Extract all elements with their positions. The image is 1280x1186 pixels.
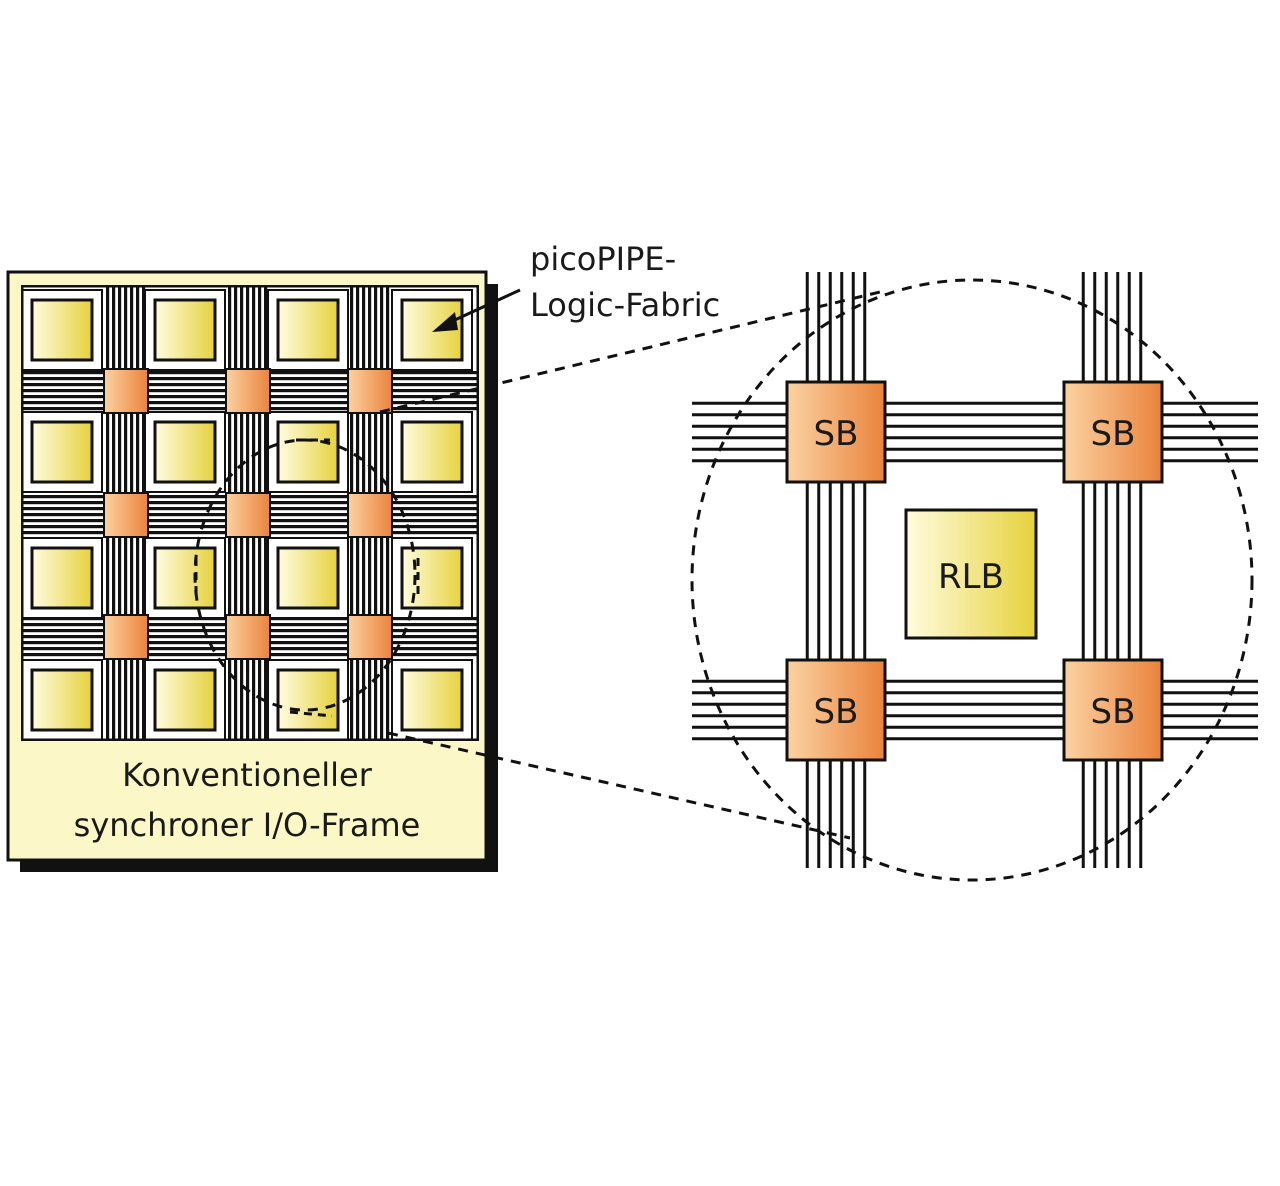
switch-box-rect — [785, 658, 887, 762]
switch-box — [103, 368, 149, 414]
callout-arrow-head — [432, 312, 458, 332]
switch-box — [347, 614, 393, 660]
chip-overview: Konventioneller synchroner I/O-Frame — [6, 270, 498, 872]
zoom-connector — [193, 290, 881, 840]
switch-box-label: SB — [814, 414, 859, 454]
fabric-label-line2: Logic-Fabric — [530, 286, 720, 324]
logic-block — [276, 420, 340, 484]
switch-box — [103, 492, 149, 538]
zoom-line-bottom — [387, 731, 851, 840]
rlb-block: RLB — [904, 508, 1038, 640]
rlb-label: RLB — [938, 557, 1004, 597]
switch-box — [225, 368, 271, 414]
logic-block — [153, 298, 217, 362]
switch-box — [347, 492, 393, 538]
frame-label-line2: synchroner I/O-Frame — [74, 806, 421, 844]
logic-block — [400, 546, 464, 610]
logic-block — [30, 298, 94, 362]
logic-block — [276, 546, 340, 610]
switch-box-rect — [785, 380, 887, 484]
logic-block — [30, 668, 94, 732]
logic-block — [153, 546, 217, 610]
zoom-detail: RLB SB SB SB SB — [690, 272, 1258, 882]
fabric-callout: picoPIPE- Logic-Fabric — [432, 240, 720, 332]
zoom-line-top — [379, 290, 881, 414]
logic-block — [153, 668, 217, 732]
switch-box — [225, 614, 271, 660]
logic-block — [400, 420, 464, 484]
logic-fabric-grid — [22, 286, 478, 740]
switch-box-top-left: SB — [785, 380, 887, 484]
switch-box-rect — [1062, 658, 1164, 762]
logic-block — [400, 668, 464, 732]
logic-block — [30, 546, 94, 610]
logic-block — [276, 298, 340, 362]
switch-box-bottom-right: SB — [1062, 658, 1164, 762]
logic-block — [30, 420, 94, 484]
switch-box-top-right: SB — [1062, 380, 1164, 484]
callout-arrow-line — [445, 288, 521, 326]
switch-box — [225, 492, 271, 538]
logic-block — [153, 420, 217, 484]
switch-box-label: SB — [1091, 414, 1136, 454]
zoom-detail-ellipse — [690, 278, 1254, 882]
switch-box-label: SB — [1091, 692, 1136, 732]
switch-box — [103, 614, 149, 660]
switch-box-bottom-left: SB — [785, 658, 887, 762]
switch-box-label: SB — [814, 692, 859, 732]
rlb-box — [904, 508, 1038, 640]
switch-box-rect — [1062, 380, 1164, 484]
switch-box — [347, 368, 393, 414]
zoom-source-ellipse — [193, 438, 417, 712]
logic-block — [276, 668, 340, 732]
fabric-label-line1: picoPIPE- — [530, 240, 676, 278]
mark-dash — [289, 710, 333, 718]
frame-label-line1: Konventioneller — [122, 756, 373, 794]
